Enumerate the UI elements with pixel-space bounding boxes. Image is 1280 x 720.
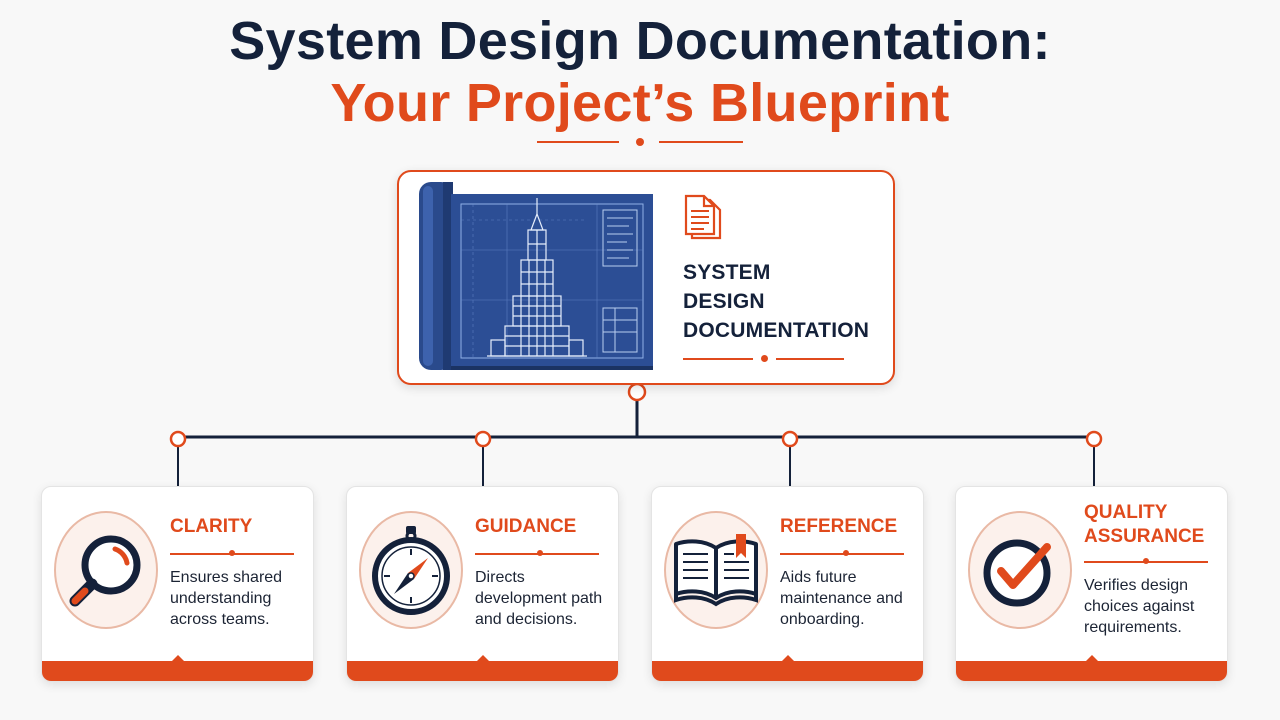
card-description: Ensures shared understanding across team…	[170, 569, 283, 628]
card-clarity: CLARITY Ensures shared understanding acr…	[41, 486, 314, 682]
main-card-rule-dot	[761, 355, 768, 362]
card-footer-band	[652, 661, 923, 681]
title-divider-right	[659, 141, 743, 143]
title-divider-left	[537, 141, 619, 143]
branch-node-3	[781, 430, 799, 448]
card-divider-dot	[229, 550, 235, 556]
checkmark-icon	[983, 539, 1051, 607]
blueprint-scroll-icon	[419, 182, 653, 370]
card-footer-band	[42, 661, 313, 681]
title-line-1: System Design Documentation:	[229, 11, 1051, 71]
card-guidance: GUIDANCE Directs development path and de…	[346, 486, 619, 682]
card-title: REFERENCE	[780, 516, 898, 537]
branch-node-4	[1085, 430, 1103, 448]
branch-node-1	[169, 430, 187, 448]
open-book-icon	[674, 534, 758, 607]
branch-node-2	[474, 430, 492, 448]
card-quality-assurance: QUALITY ASSURANCE Verifies design choice…	[955, 486, 1228, 682]
card-icon-circle	[359, 511, 463, 629]
card-notch	[1084, 655, 1099, 662]
card-title: GUIDANCE	[475, 516, 577, 537]
card-divider-dot	[537, 550, 543, 556]
page-title: System Design Documentation: Your Projec…	[0, 10, 1280, 134]
magnifying-glass-icon	[69, 535, 141, 607]
card-description: Directs development path and decisions.	[475, 569, 603, 628]
card-notch	[475, 655, 490, 662]
card-notch	[780, 655, 795, 662]
card-divider	[780, 553, 904, 555]
card-title: QUALITY ASSURANCE	[1084, 502, 1205, 547]
main-card-rule-left	[683, 358, 753, 360]
card-description: Aids future maintenance and onboarding.	[780, 569, 903, 628]
card-divider-dot	[1143, 558, 1149, 564]
document-icon	[684, 194, 722, 240]
card-notch	[170, 655, 185, 662]
card-footer-band	[956, 661, 1227, 681]
card-icon-circle	[664, 511, 768, 629]
card-icon-circle	[968, 511, 1072, 629]
card-title: CLARITY	[170, 516, 253, 537]
compass-icon	[372, 526, 450, 615]
main-card-rule-right	[776, 358, 844, 360]
card-icon-circle	[54, 511, 158, 629]
title-divider-dot	[636, 138, 644, 146]
main-card-label: SYSTEM DESIGN DOCUMENTATION	[683, 261, 870, 342]
title-line-2: Your Project’s Blueprint	[330, 73, 950, 133]
card-divider-dot	[843, 550, 849, 556]
card-description: Verifies design choices against requirem…	[1084, 577, 1195, 636]
card-footer-band	[347, 661, 618, 681]
card-reference: REFERENCE Aids future maintenance and on…	[651, 486, 924, 682]
main-card: SYSTEM DESIGN DOCUMENTATION	[397, 170, 895, 385]
trunk-node	[627, 382, 647, 402]
